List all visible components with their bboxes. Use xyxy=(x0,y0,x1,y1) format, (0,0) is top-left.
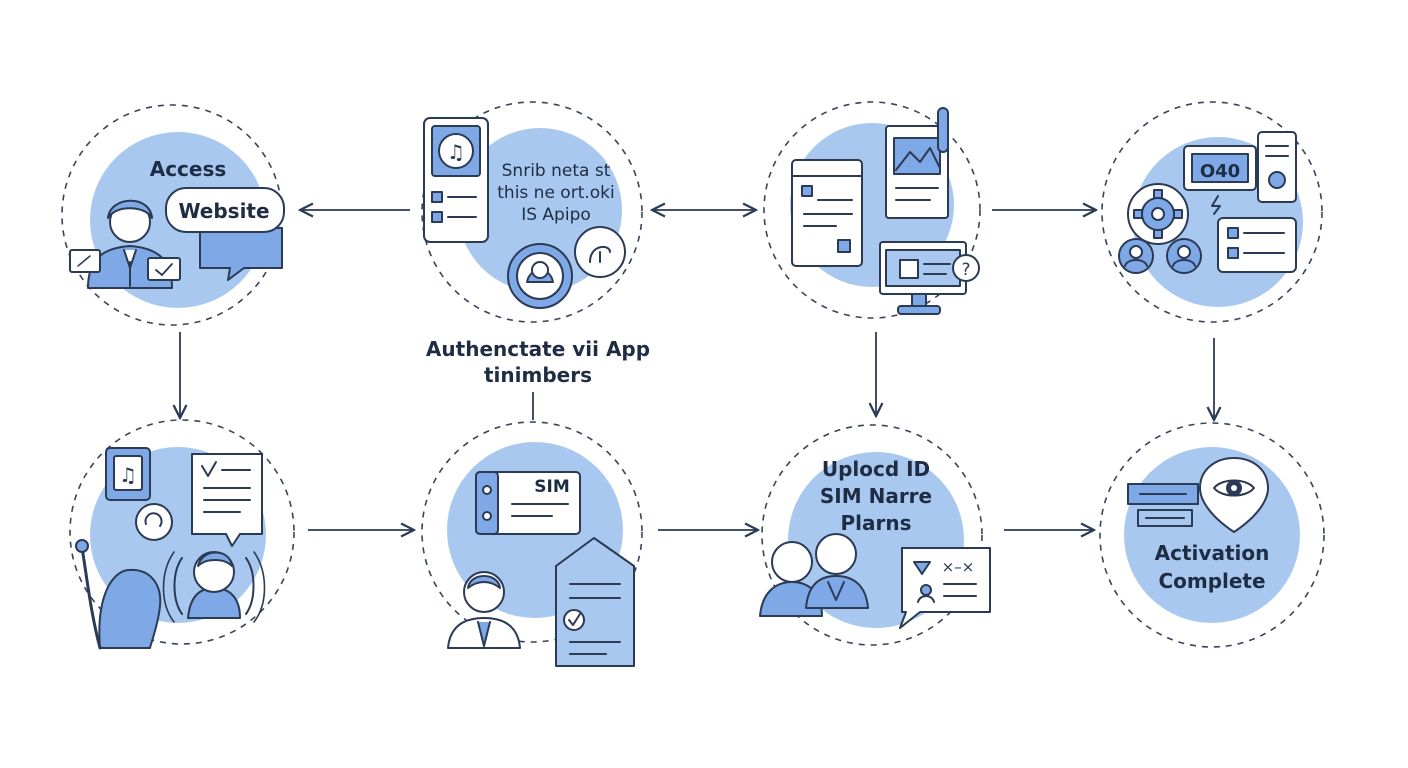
step7-line2: SIM Narre xyxy=(820,484,932,508)
step1-icons xyxy=(69,187,285,289)
step4-icons xyxy=(1118,131,1297,274)
check-badge-icon xyxy=(563,609,585,631)
step5-icons: ♫ xyxy=(75,447,266,650)
step3-icons xyxy=(791,107,980,315)
sync-icon xyxy=(135,503,173,541)
step6-icons xyxy=(447,471,635,667)
step2-caption-line1: Authenctate vii App xyxy=(426,337,650,361)
screen-readout: O40 xyxy=(1200,161,1240,182)
step8-line2: Complete xyxy=(1158,569,1265,593)
website-bubble xyxy=(165,187,285,233)
step2-text-line1: Snrib neta st xyxy=(502,161,611,181)
step2-text-line2: this ne ort.oki xyxy=(497,183,615,203)
id-card-tag: ×–× xyxy=(942,558,975,576)
monitor-icon xyxy=(147,257,181,281)
step2-caption-line2: tinimbers xyxy=(484,363,592,387)
verified-document-icon xyxy=(555,537,635,667)
step8-line1: Activation xyxy=(1155,541,1270,565)
svg-text:♫: ♫ xyxy=(119,463,137,487)
step7-icons xyxy=(759,533,991,629)
step7-line3: Plarns xyxy=(840,511,911,535)
step7-line1: Uplocd ID xyxy=(822,457,930,481)
help-glyph: ? xyxy=(961,260,970,280)
person-back-icon xyxy=(98,568,162,649)
list-card-icon xyxy=(1217,217,1297,273)
help-icon xyxy=(952,254,980,282)
step2-text-line3: IS Apipo xyxy=(521,205,591,225)
step8-icons xyxy=(1127,457,1269,533)
step2-icons: ♫ xyxy=(423,117,626,309)
server-tower-icon xyxy=(1257,131,1297,203)
step1-title: Access xyxy=(150,157,227,181)
step-circles xyxy=(61,101,1325,648)
sim-label: SIM xyxy=(534,477,570,497)
connectors xyxy=(180,210,1214,530)
music-note-icon: ♫ xyxy=(447,140,465,164)
user-silhouette-icon xyxy=(805,575,869,609)
step1-bubble-label: Website xyxy=(178,199,269,223)
chat-bubble-icon xyxy=(199,227,283,281)
